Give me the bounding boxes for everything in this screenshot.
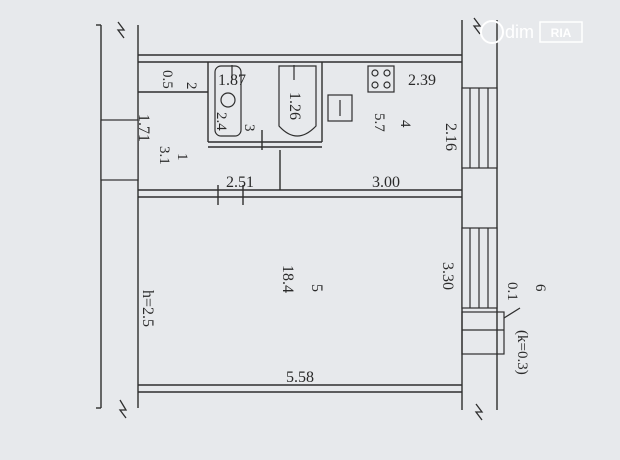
dim-300: 3.00 bbox=[372, 174, 400, 191]
walls bbox=[96, 20, 498, 410]
room-2-number: 2 bbox=[183, 82, 199, 90]
watermark-logo-icon bbox=[480, 20, 504, 44]
dim-558: 5.58 bbox=[286, 369, 314, 386]
dim-126: 1.26 bbox=[286, 92, 303, 120]
balcony-outline bbox=[461, 311, 505, 355]
break-mark-right-top bbox=[472, 17, 482, 35]
stove-burner-2 bbox=[383, 69, 391, 77]
ceiling-height: h=2.5 bbox=[139, 290, 156, 327]
balcony-leader bbox=[503, 307, 521, 319]
dim-251: 2.51 bbox=[226, 174, 254, 191]
room-4-area: 5.7 bbox=[371, 113, 387, 132]
room-6-number: 6 bbox=[532, 284, 548, 292]
watermark-sub: RIA bbox=[551, 26, 572, 40]
break-mark-left-bottom bbox=[118, 399, 128, 419]
room-3-number: 3 bbox=[241, 124, 257, 132]
bathtub-icon bbox=[278, 65, 317, 137]
balcony bbox=[461, 307, 521, 355]
toilet-bowl bbox=[220, 92, 236, 108]
watermark: dim RIA bbox=[480, 20, 583, 44]
labels: 2 0.5 1.87 3 2.4 1.26 4 5.7 2.39 2.16 1 … bbox=[135, 70, 548, 386]
stove-burner-1 bbox=[371, 69, 379, 77]
fixtures bbox=[214, 65, 395, 137]
dim-187: 1.87 bbox=[218, 72, 246, 89]
watermark-badge bbox=[539, 21, 583, 43]
dim-216: 2.16 bbox=[442, 123, 459, 151]
break-mark-left-top bbox=[116, 21, 126, 39]
stove-burner-3 bbox=[371, 81, 379, 89]
room-2-area: 0.5 bbox=[159, 70, 175, 89]
watermark-brand: dim bbox=[505, 22, 534, 42]
room-5-area: 18.4 bbox=[279, 265, 296, 293]
window-left bbox=[100, 119, 139, 181]
break-mark-right-bottom bbox=[474, 403, 484, 421]
toilet-icon bbox=[214, 65, 242, 137]
room-3-area: 2.4 bbox=[213, 112, 229, 131]
windows bbox=[100, 87, 498, 309]
wall-break-marks bbox=[116, 17, 484, 421]
room-1-area: 3.1 bbox=[156, 146, 172, 165]
sink-icon bbox=[327, 94, 353, 122]
stove-burner-4 bbox=[383, 81, 391, 89]
dim-239: 2.39 bbox=[408, 72, 436, 89]
room-5-number: 5 bbox=[308, 284, 325, 292]
balcony-coefficient: (k=0.3) bbox=[514, 330, 530, 375]
dimension-lines bbox=[150, 189, 450, 386]
room-4-number: 4 bbox=[397, 120, 413, 128]
dim-171: 1.71 bbox=[135, 114, 152, 142]
room-1-number: 1 bbox=[174, 153, 190, 161]
stove-icon bbox=[367, 65, 395, 93]
dim-330: 3.30 bbox=[439, 262, 456, 290]
room-6-area: 0.1 bbox=[504, 282, 520, 301]
